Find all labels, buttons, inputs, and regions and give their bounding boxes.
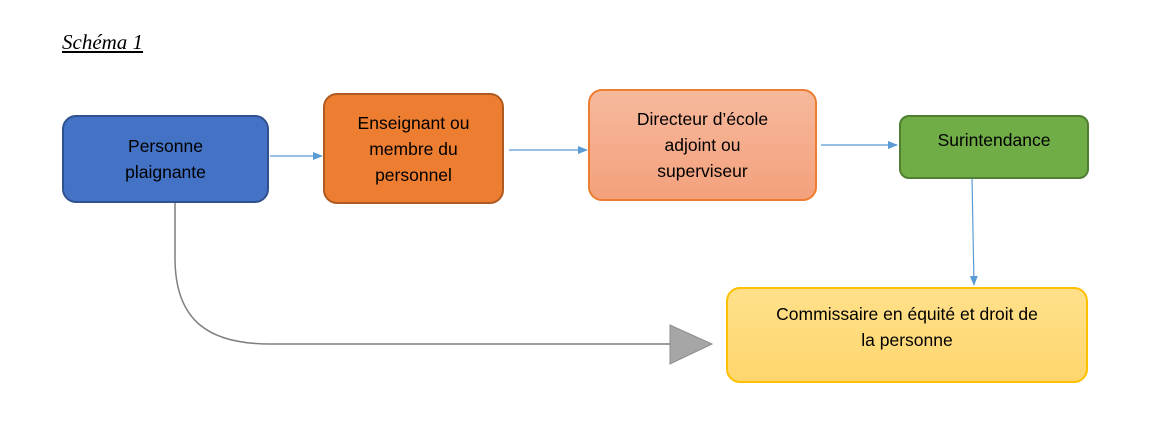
arrow-surintendance-to-commissaire — [969, 176, 978, 286]
node-enseignant-membre-personnel: Enseignant ou membre du personnel — [323, 93, 504, 204]
node-personne-plaignante: Personne plaignante — [62, 115, 269, 203]
node-commissaire-equite: Commissaire en équité et droit de la per… — [726, 287, 1088, 383]
node-personne-plaignante-label: Personne plaignante — [125, 136, 206, 182]
node-directeur-label: Directeur d’école adjoint ou superviseur — [636, 109, 769, 181]
node-surintendance: Surintendance — [899, 115, 1089, 179]
node-commissaire-label: Commissaire en équité et droit de la per… — [776, 304, 1038, 350]
bypass-connector-personne-to-commissaire — [174, 195, 672, 345]
node-surintendance-label: Surintendance — [937, 130, 1051, 150]
node-enseignant-label: Enseignant ou membre du personnel — [357, 112, 470, 185]
diagram-caption: Schéma 1 — [62, 30, 144, 54]
bypass-arrowhead — [669, 324, 714, 365]
node-directeur-ecole: Directeur d’école adjoint ou superviseur — [588, 89, 817, 201]
